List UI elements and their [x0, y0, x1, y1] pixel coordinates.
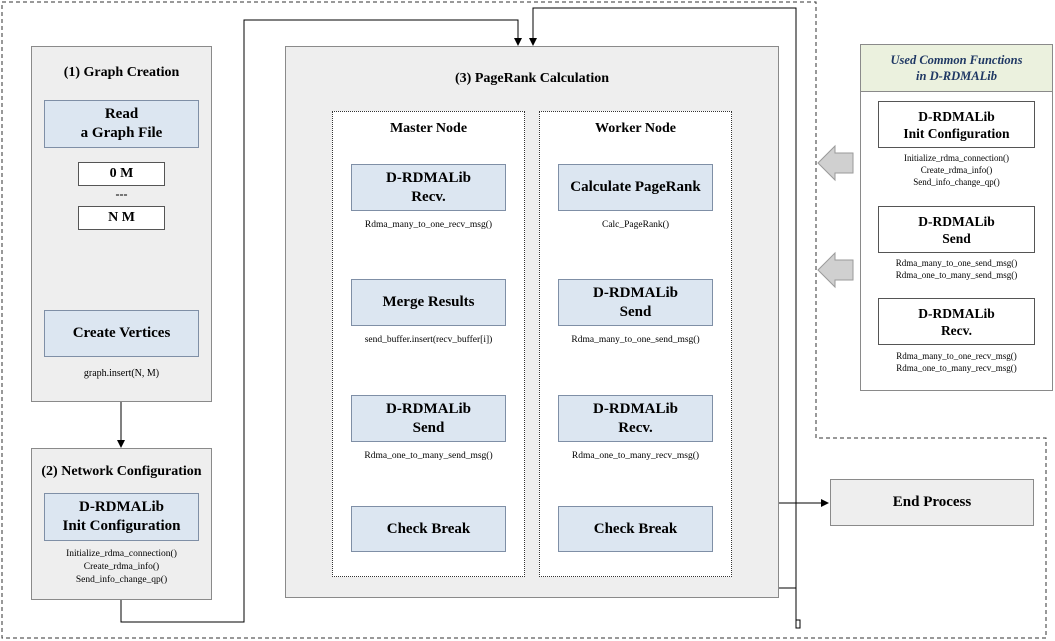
row-ellipsis: --- — [115, 187, 128, 201]
row-last-box: N M — [78, 206, 165, 230]
common-recv-box: D-RDMALib Recv. — [878, 298, 1035, 345]
common-init-fn-3: Send_info_change_qp() — [913, 177, 1000, 187]
master-recv-line2: Recv. — [411, 188, 446, 205]
create-vertices-box: Create Vertices — [44, 310, 199, 357]
end-process-box: End Process — [830, 479, 1034, 526]
common-recv-fn-1: Rdma_many_to_one_recv_msg() — [896, 351, 1017, 361]
master-send-line1: D-RDMALib — [386, 400, 471, 417]
network-fn-1: Initialize_rdma_connection() — [66, 549, 177, 559]
graph-creation-title: (1) Graph Creation — [63, 65, 180, 80]
left-arrow-send — [817, 251, 854, 289]
worker-check-break-box: Check Break — [558, 506, 713, 552]
common-send-fn-1: Rdma_many_to_one_send_msg() — [895, 258, 1018, 268]
worker-node-title: Worker Node — [594, 121, 676, 136]
common-init-fn-1: Initialize_rdma_connection() — [904, 153, 1009, 163]
worker-recv-line1: D-RDMALib — [593, 400, 678, 417]
master-send-fn: Rdma_one_to_many_send_msg() — [364, 451, 493, 461]
worker-recv-fn: Rdma_one_to_many_recv_msg() — [571, 451, 700, 461]
common-send-line2: Send — [942, 230, 971, 246]
init-config-line1: D-RDMALib — [79, 499, 164, 515]
merge-results-fn: send_buffer.insert(recv_buffer[i]) — [364, 335, 493, 345]
common-init-line2: Init Configuration — [903, 125, 1010, 141]
common-send-box: D-RDMALib Send — [878, 206, 1035, 253]
calculate-pagerank-box: Calculate PageRank — [558, 164, 713, 211]
init-config-line2: Init Configuration — [62, 518, 181, 534]
master-recv-fn: Rdma_many_to_one_recv_msg() — [364, 220, 493, 230]
calculate-pagerank-fn: Calc_PageRank() — [601, 220, 669, 230]
common-functions-header: Used Common Functions in D-RDMALib — [861, 45, 1052, 92]
network-config-title: (2) Network Configuration — [41, 464, 202, 479]
line-network-to-pagerank — [120, 19, 522, 623]
master-recv-line1: D-RDMALib — [386, 169, 471, 186]
common-init-fn-2: Create_rdma_info() — [920, 165, 993, 175]
master-send-line2: Send — [412, 419, 445, 436]
worker-recv-box: D-RDMALib Recv. — [558, 395, 713, 442]
graph-creation-panel: (1) Graph Creation Read a Graph File 0 M… — [31, 46, 212, 402]
network-fn-2: Create_rdma_info() — [83, 562, 160, 572]
worker-send-box: D-RDMALib Send — [558, 279, 713, 326]
init-config-box: D-RDMALib Init Configuration — [44, 493, 199, 541]
merge-results-box: Merge Results — [351, 279, 506, 326]
common-functions-header-line2: in D-RDMALib — [916, 69, 997, 83]
row-first-box: 0 M — [78, 162, 165, 186]
network-fn-3: Send_info_change_qp() — [75, 575, 168, 585]
common-recv-line1: D-RDMALib — [918, 305, 995, 321]
worker-send-fn: Rdma_many_to_one_send_msg() — [571, 335, 700, 345]
common-send-line1: D-RDMALib — [918, 213, 995, 229]
read-graph-file-line1: Read — [104, 106, 139, 122]
master-node-title: Master Node — [389, 121, 468, 136]
worker-send-line2: Send — [619, 303, 652, 320]
network-config-panel: (2) Network Configuration D-RDMALib Init… — [31, 448, 212, 600]
read-graph-file-box: Read a Graph File — [44, 100, 199, 148]
common-send-fn-2: Rdma_one_to_many_send_msg() — [895, 270, 1018, 280]
pagerank-title: (3) PageRank Calculation — [455, 71, 609, 86]
worker-send-line1: D-RDMALib — [593, 284, 678, 301]
create-vertices-fn: graph.insert(N, M) — [83, 368, 160, 379]
master-check-break-box: Check Break — [351, 506, 506, 552]
master-send-box: D-RDMALib Send — [351, 395, 506, 442]
common-init-box: D-RDMALib Init Configuration — [878, 101, 1035, 148]
common-recv-line2: Recv. — [940, 322, 973, 338]
common-functions-header-line1: Used Common Functions — [890, 53, 1023, 67]
common-init-line1: D-RDMALib — [918, 108, 995, 124]
worker-recv-line2: Recv. — [618, 419, 653, 436]
line-loop-back — [529, 7, 801, 629]
common-recv-fn-2: Rdma_one_to_many_recv_msg() — [896, 363, 1017, 373]
read-graph-file-line2: a Graph File — [80, 125, 163, 141]
left-arrow-init — [817, 144, 854, 182]
master-recv-box: D-RDMALib Recv. — [351, 164, 506, 211]
